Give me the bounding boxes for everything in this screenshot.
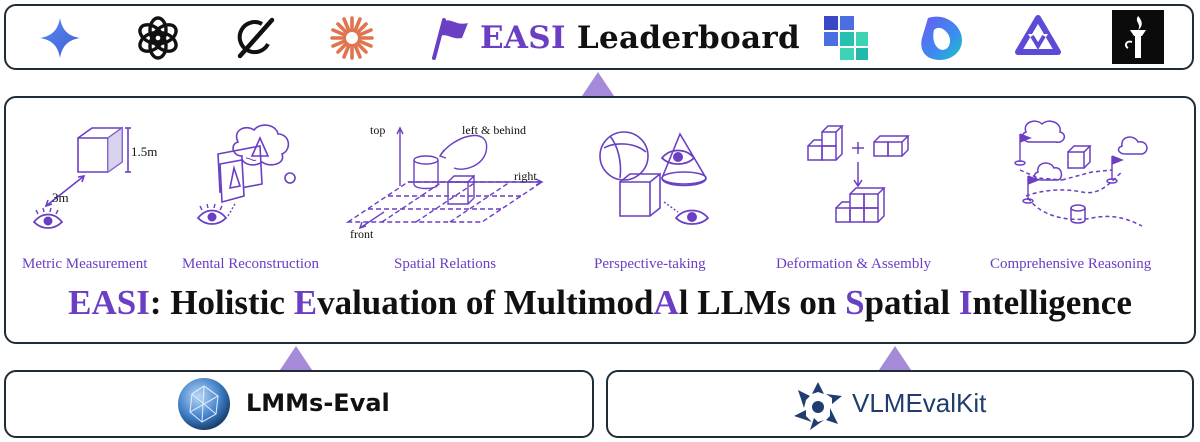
- caption-comprehensive-reasoning: Comprehensive Reasoning: [990, 256, 1152, 272]
- front-label: front: [350, 227, 374, 241]
- arrow-from-vlmevalkit: [879, 346, 911, 370]
- title-ntelligence: ntelligence: [972, 283, 1132, 322]
- caption-spatial-relations: Spatial Relations: [394, 256, 497, 272]
- title-e1: E: [68, 283, 92, 322]
- sensenova-icon: [824, 16, 868, 60]
- height-label: 1.5m: [131, 144, 157, 159]
- vlmevalkit-panel: [606, 370, 1194, 438]
- perspective-taking-illustration: [599, 131, 710, 225]
- lmms-eval-logo-icon: [178, 378, 230, 430]
- title-i: I: [958, 283, 973, 322]
- title-patial: patial: [864, 283, 959, 322]
- lmms-eval-panel: [4, 370, 594, 438]
- right-label: right: [514, 169, 537, 183]
- doubao-icon: [921, 16, 962, 60]
- vlmevalkit-logo-icon: [794, 382, 842, 430]
- flag-icon: [432, 18, 468, 60]
- title-e2: E: [293, 283, 318, 322]
- arrow-from-lmms-eval: [280, 346, 312, 370]
- caption-metric-measurement: Metric Measurement: [22, 256, 148, 272]
- caption-mental-reconstruction: Mental Reconstruction: [182, 256, 320, 272]
- gemini-icon: [40, 18, 80, 58]
- metric-measurement-illustration: 1.5m 3m: [32, 126, 157, 229]
- comprehensive-reasoning-illustration: [1014, 120, 1148, 227]
- mental-reconstruction-illustration: [196, 124, 296, 225]
- top-label: top: [370, 123, 385, 137]
- qwen-icon: [1015, 15, 1061, 55]
- title-l-llms: l LLMs on: [678, 283, 846, 322]
- left-behind-label: left & behind: [462, 123, 526, 137]
- vlmevalkit-label: VLMEvalKit: [852, 388, 987, 418]
- leaderboard-banner: [4, 4, 1194, 70]
- arrow-to-leaderboard: [582, 72, 614, 96]
- deformation-assembly-illustration: [807, 125, 910, 223]
- title-s: S: [845, 283, 865, 322]
- title-valuation: valuation of Multimod: [317, 283, 654, 322]
- caption-deformation-assembly: Deformation & Assembly: [776, 256, 931, 272]
- nyu-torch-icon: [1112, 10, 1164, 64]
- title-a1: ASI: [91, 283, 150, 322]
- spatial-relations-illustration: top left & behind right front: [345, 123, 545, 241]
- abilities-panel: [4, 96, 1196, 344]
- distance-label: 3m: [52, 190, 69, 205]
- leaderboard-title: EASI Leaderboard: [480, 20, 800, 56]
- leaderboard-title-rest: Leaderboard: [565, 20, 800, 56]
- caption-perspective-taking: Perspective-taking: [594, 256, 706, 272]
- title-a2: A: [653, 283, 679, 322]
- leaderboard-title-easi: EASI: [480, 20, 566, 56]
- lmms-eval-label: LMMs-Eval: [246, 389, 390, 417]
- main-title: EASI: Holistic Evaluation of MultimodAl …: [0, 282, 1200, 324]
- openai-icon: [138, 16, 178, 60]
- title-colon: : Holistic: [149, 283, 294, 322]
- grok-icon: [237, 17, 275, 59]
- claude-icon: [330, 16, 374, 60]
